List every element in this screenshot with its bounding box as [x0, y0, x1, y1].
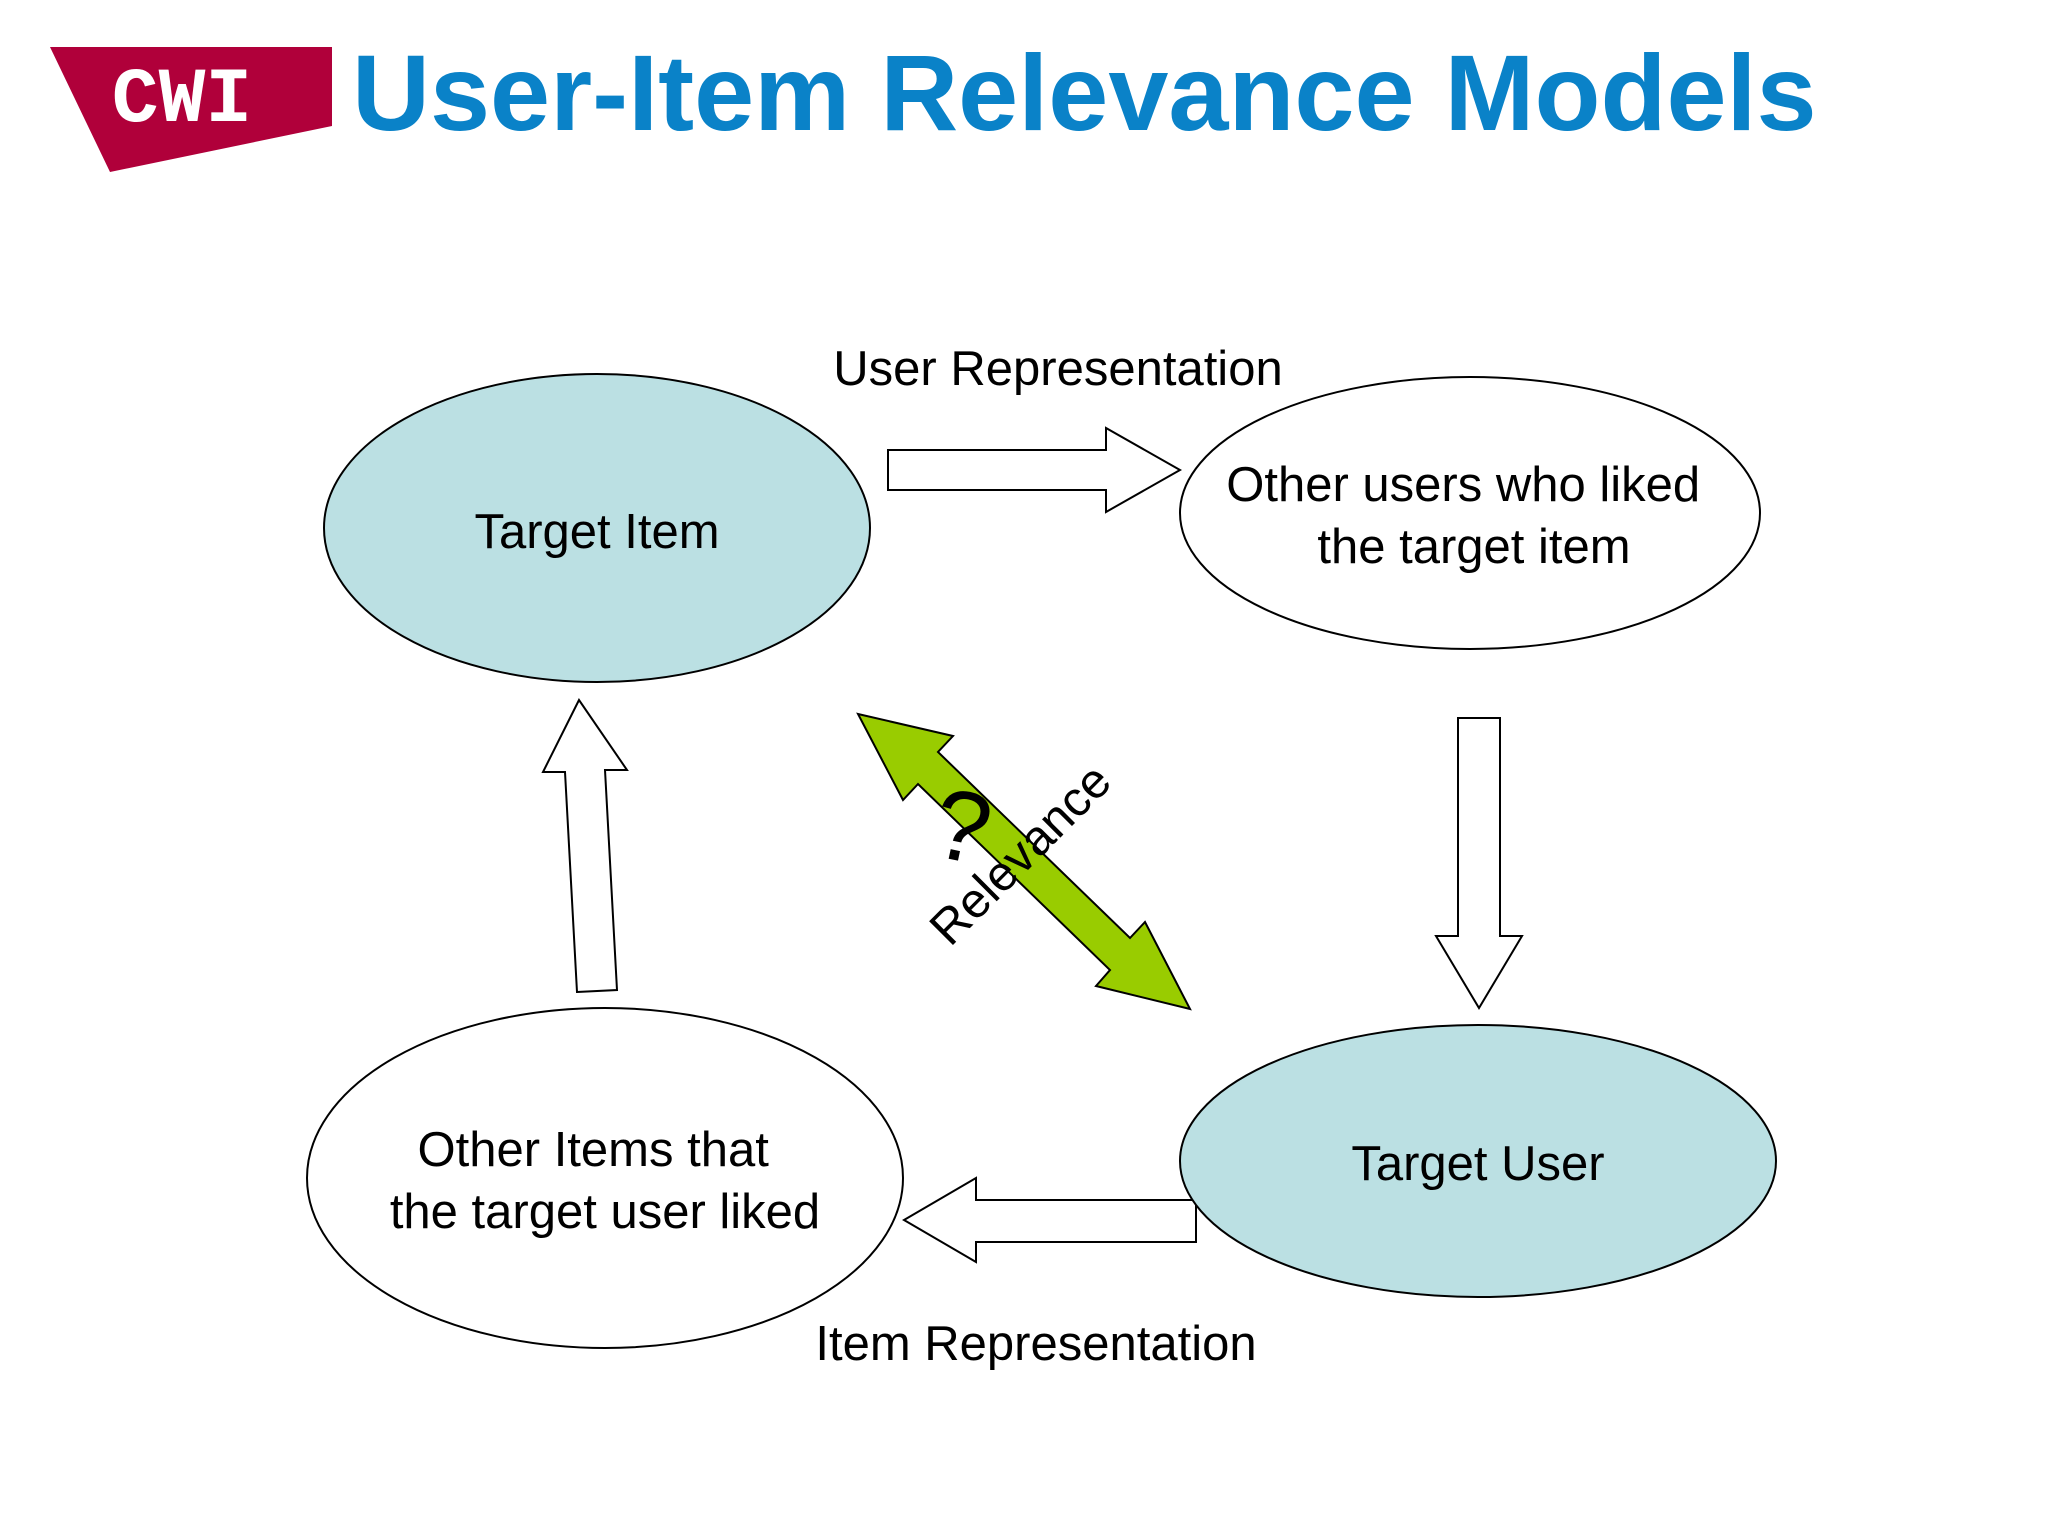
node-target-item: Target Item	[323, 373, 871, 683]
arrow-left	[902, 1176, 1197, 1264]
arrow-right	[887, 426, 1183, 514]
cwi-logo-text: CWI	[112, 57, 252, 145]
edge-item-representation: Item Representation	[815, 1176, 1257, 1371]
node-other-items-line-1: Other Items that	[418, 1123, 770, 1177]
edge-relevance: Relevance ?	[856, 712, 1192, 1011]
node-other-items: Other Items that the target user liked	[306, 1007, 904, 1349]
node-target-item-shape	[323, 373, 871, 683]
node-other-users-line-2: the target item	[1317, 520, 1630, 574]
node-target-user: Target User	[1179, 1024, 1777, 1298]
node-other-items-label: Other Items that the target user liked	[390, 1123, 820, 1239]
user-representation-label: User Representation	[833, 342, 1282, 396]
node-other-items-line-2: the target user liked	[390, 1185, 820, 1239]
node-target-user-label: Target User	[1351, 1137, 1604, 1191]
edge-user-representation: User Representation	[833, 342, 1283, 514]
node-other-users-line-1: Other users who liked	[1226, 458, 1700, 512]
arrow-down	[1434, 717, 1524, 1010]
arrow-up	[541, 698, 629, 994]
node-other-items-shape	[306, 1007, 904, 1349]
item-representation-label: Item Representation	[815, 1317, 1256, 1371]
node-other-users-label: Other users who liked the target item	[1226, 458, 1714, 574]
relevance-double-arrow	[856, 712, 1192, 1011]
cwi-logo: CWI	[50, 47, 332, 172]
node-other-users-shape	[1179, 376, 1761, 650]
node-target-item-label: Target Item	[474, 505, 719, 559]
node-other-users: Other users who liked the target item	[1179, 376, 1761, 650]
slide-title: User-Item Relevance Models	[352, 32, 1817, 153]
cwi-logo-banner	[50, 47, 332, 172]
node-target-user-shape	[1179, 1024, 1777, 1298]
